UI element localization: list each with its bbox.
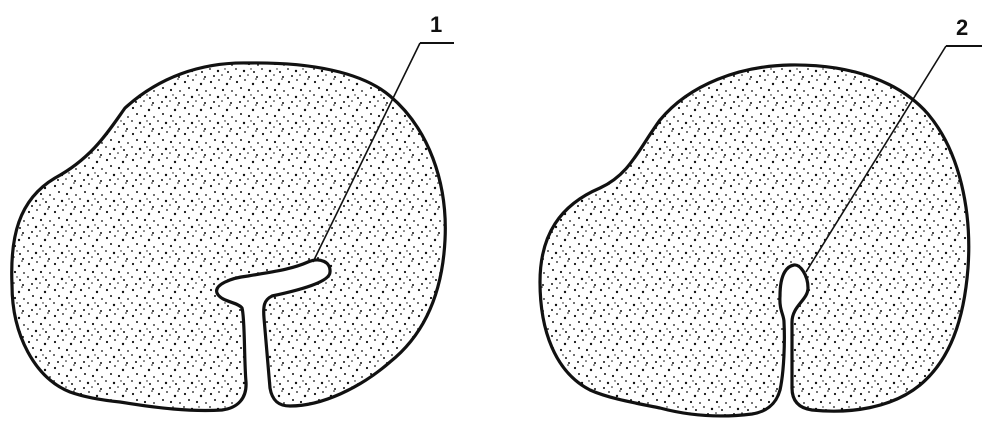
left-section: 1 bbox=[12, 12, 454, 411]
left-section-outline bbox=[12, 63, 446, 411]
right-section: 2 bbox=[540, 15, 982, 416]
right-section-outline bbox=[540, 65, 969, 416]
callout-label-1: 1 bbox=[430, 12, 442, 37]
callout-label-2: 2 bbox=[956, 15, 968, 40]
